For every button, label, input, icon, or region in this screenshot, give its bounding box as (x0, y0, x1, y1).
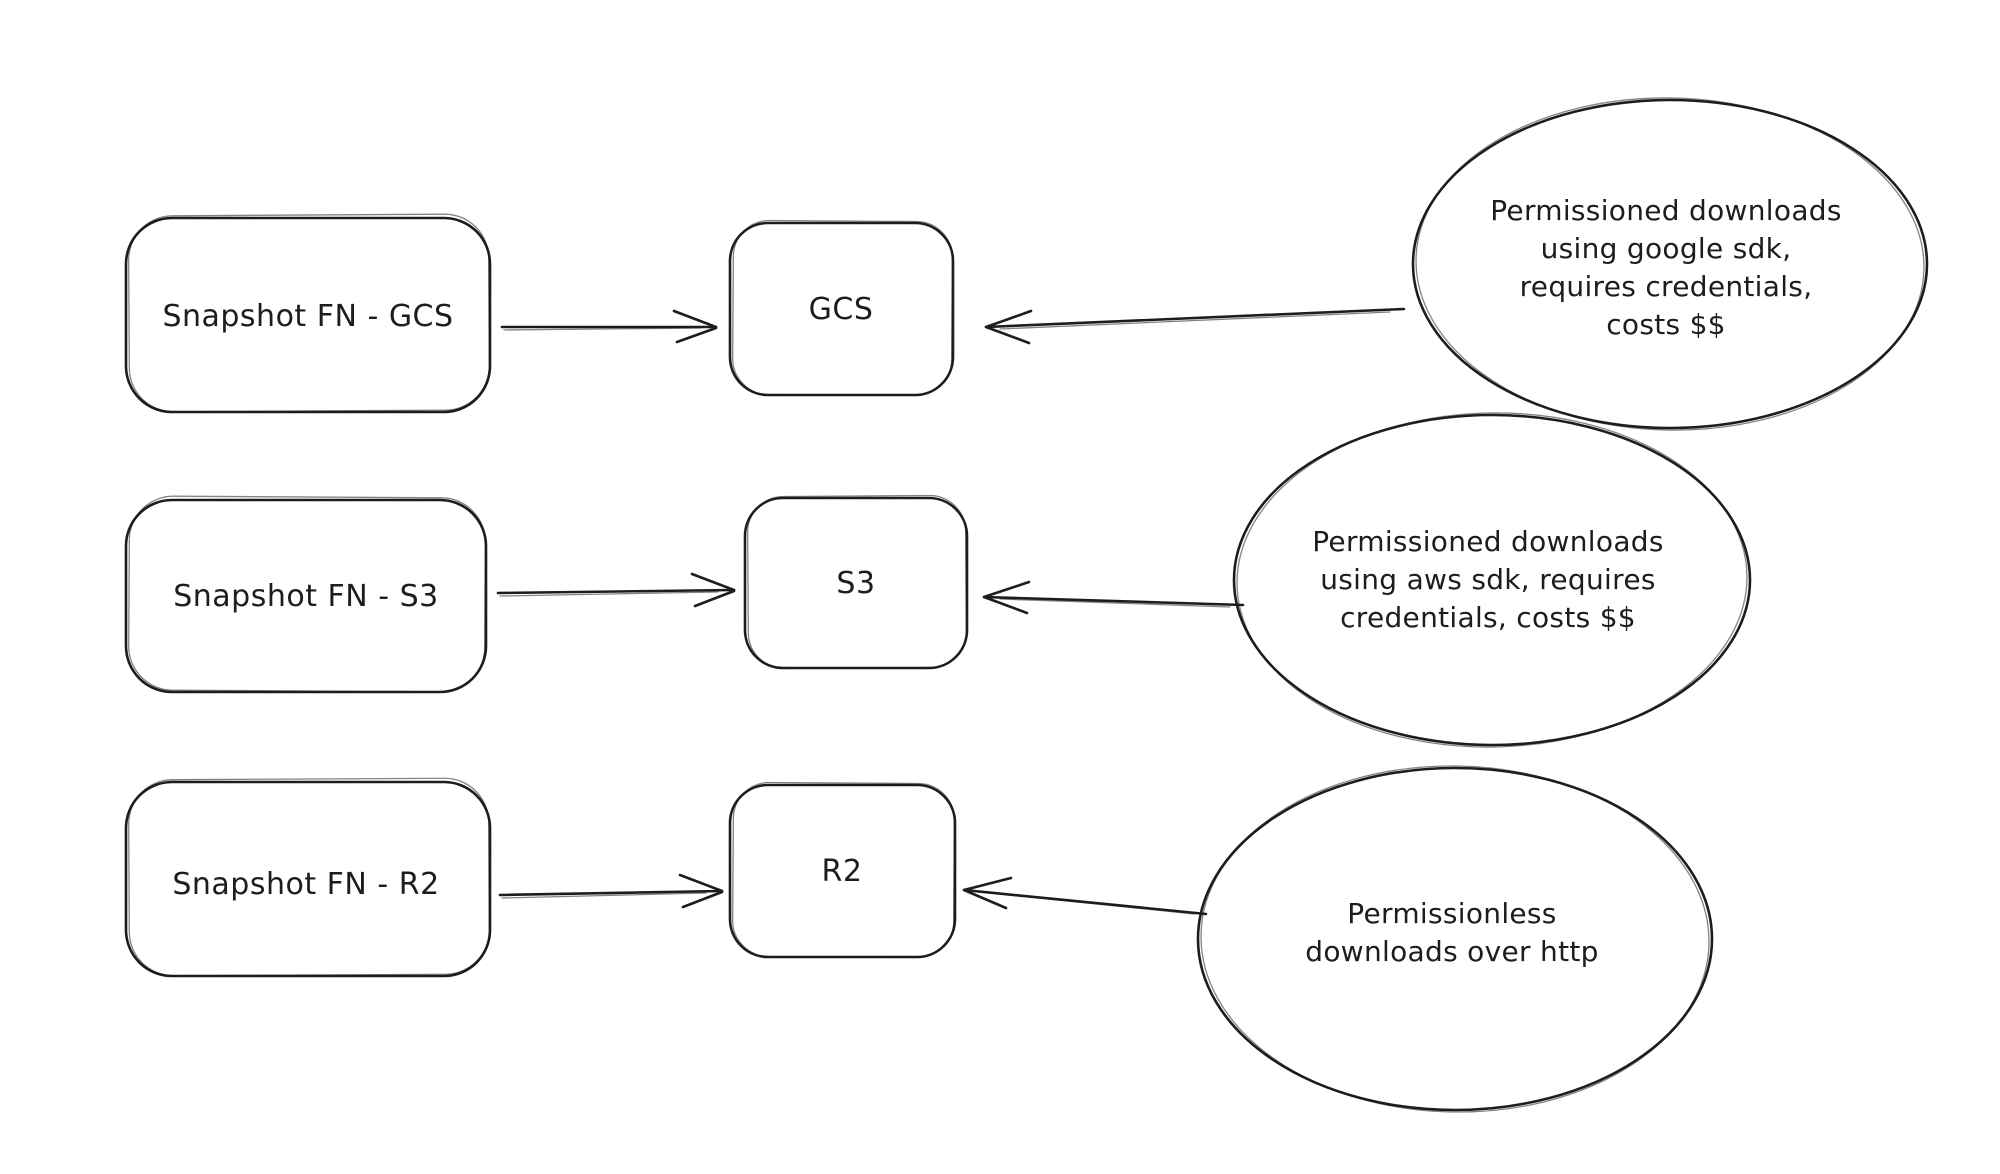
note-line: using google sdk, (1541, 232, 1792, 265)
note-line: using aws sdk, requires (1320, 563, 1656, 596)
arrowhead-right (672, 309, 718, 344)
arrowhead-right (690, 572, 736, 608)
note-ellipse-s3: Permissioned downloads using aws sdk, re… (1232, 412, 1752, 748)
flow-arrow-s3 (496, 572, 736, 608)
source-box-gcs: Snapshot FN - GCS (124, 213, 492, 414)
note-arrow-gcs (984, 307, 1406, 345)
arrowhead-left (962, 876, 1013, 910)
note-arrow-s3 (982, 580, 1245, 615)
target-box-label: GCS (809, 292, 874, 327)
row-r2: Snapshot FN - R2 R2 Permissionless downl… (124, 765, 1714, 1113)
note-line: Permissionless (1347, 897, 1556, 930)
source-box-label: Snapshot FN - R2 (172, 867, 439, 902)
arrowhead-left (984, 309, 1033, 345)
target-box-r2: R2 (728, 781, 957, 959)
note-line: downloads over http (1305, 935, 1598, 968)
arrowhead-right (678, 873, 724, 909)
arrowhead-left (982, 580, 1031, 615)
note-line: credentials, costs $$ (1340, 601, 1636, 634)
source-box-s3: Snapshot FN - S3 (124, 495, 488, 694)
note-arrow-r2 (962, 876, 1208, 916)
flow-arrow-gcs (500, 309, 718, 344)
note-ellipse-r2: Permissionless downloads over http (1196, 765, 1714, 1113)
flow-arrow-r2 (498, 873, 724, 909)
note-line: Permissioned downloads (1312, 525, 1664, 558)
target-box-label: S3 (836, 566, 875, 601)
note-ellipse-gcs: Permissioned downloads using google sdk,… (1411, 97, 1929, 431)
source-box-label: Snapshot FN - GCS (162, 299, 453, 334)
note-line: requires credentials, (1520, 270, 1813, 303)
target-box-label: R2 (822, 854, 863, 889)
source-box-label: Snapshot FN - S3 (173, 579, 439, 614)
target-box-gcs: GCS (728, 219, 955, 397)
source-box-r2: Snapshot FN - R2 (124, 777, 492, 978)
row-s3: Snapshot FN - S3 S3 Permissioned downloa… (124, 412, 1752, 748)
row-gcs: Snapshot FN - GCS GCS Permissioned downl… (124, 97, 1929, 431)
note-line: costs $$ (1606, 308, 1726, 341)
target-box-s3: S3 (743, 494, 969, 670)
note-line: Permissioned downloads (1490, 194, 1842, 227)
